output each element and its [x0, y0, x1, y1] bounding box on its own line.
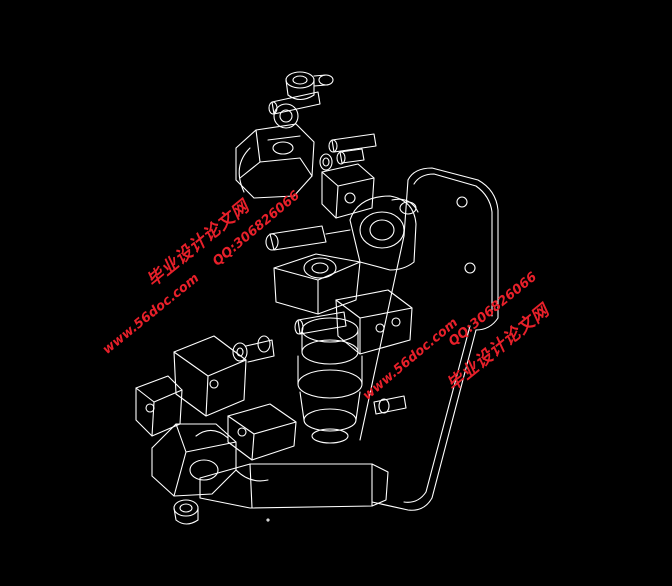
- upper-clamp-arm: [235, 103, 315, 199]
- top-cap-screw: [285, 71, 334, 101]
- small-rect-block: [227, 403, 297, 461]
- left-upper-block: [173, 335, 247, 417]
- locating-pin: [265, 225, 351, 251]
- clamp-pin-right: [328, 133, 377, 165]
- small-block: [319, 153, 375, 219]
- round-bracket: [349, 195, 419, 271]
- bottom-bolt: [173, 499, 199, 525]
- support-plate: [359, 235, 477, 511]
- central-block: [273, 253, 361, 315]
- middle-block: [294, 289, 413, 355]
- back-plate: [403, 167, 499, 331]
- upper-pin: [268, 91, 321, 115]
- base-plate: [199, 463, 389, 509]
- lower-clamp-body: [151, 423, 237, 497]
- shaft-stack: [297, 317, 363, 444]
- origin-dot: [266, 518, 270, 522]
